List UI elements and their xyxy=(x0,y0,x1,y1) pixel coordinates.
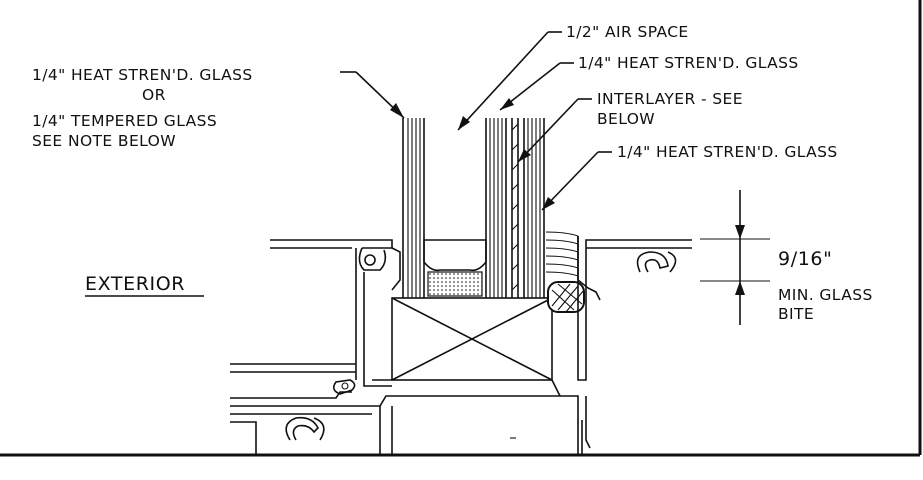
label-outer-glass-or: OR xyxy=(142,86,166,104)
label-exterior: EXTERIOR xyxy=(85,273,185,295)
label-bite-dim: 9/16" xyxy=(778,248,832,270)
exterior-frame xyxy=(230,239,560,455)
setting-block xyxy=(391,297,553,381)
inner-laminated-glass xyxy=(485,118,545,298)
interior-screw-race xyxy=(636,251,677,273)
glass-bite-dimension xyxy=(700,190,770,325)
leader-interlayer xyxy=(517,98,592,163)
label-outer-glass-line1: 1/4" HEAT STREN'D. GLASS xyxy=(32,66,253,84)
label-bite-line2: BITE xyxy=(778,305,814,323)
leader-outer-glass xyxy=(340,71,405,119)
interior-frame xyxy=(551,236,692,455)
label-inner-glass-b: 1/4" HEAT STREN'D. GLASS xyxy=(617,143,838,161)
leader-inner-glass-a xyxy=(499,62,574,111)
outer-glass-lite xyxy=(402,118,425,298)
insulating-spacer xyxy=(423,239,487,297)
exterior-screw-race xyxy=(230,413,372,455)
label-outer-glass-line2: 1/4" TEMPERED GLASS xyxy=(32,112,217,130)
bottom-spline xyxy=(510,420,583,455)
leader-air-space xyxy=(457,31,562,131)
label-interlayer-line1: INTERLAYER - SEE xyxy=(597,90,743,108)
label-interlayer-line2: BELOW xyxy=(597,110,655,128)
drawing-border xyxy=(0,0,922,457)
label-air-space: 1/2" AIR SPACE xyxy=(566,23,689,41)
label-bite-line1: MIN. GLASS xyxy=(778,286,873,304)
label-outer-glass-line3: SEE NOTE BELOW xyxy=(32,132,176,150)
interior-wedge-gasket xyxy=(545,231,579,280)
bead-gasket xyxy=(547,281,585,313)
leader-inner-glass-b xyxy=(541,151,612,211)
label-inner-glass-a: 1/4" HEAT STREN'D. GLASS xyxy=(578,54,799,72)
